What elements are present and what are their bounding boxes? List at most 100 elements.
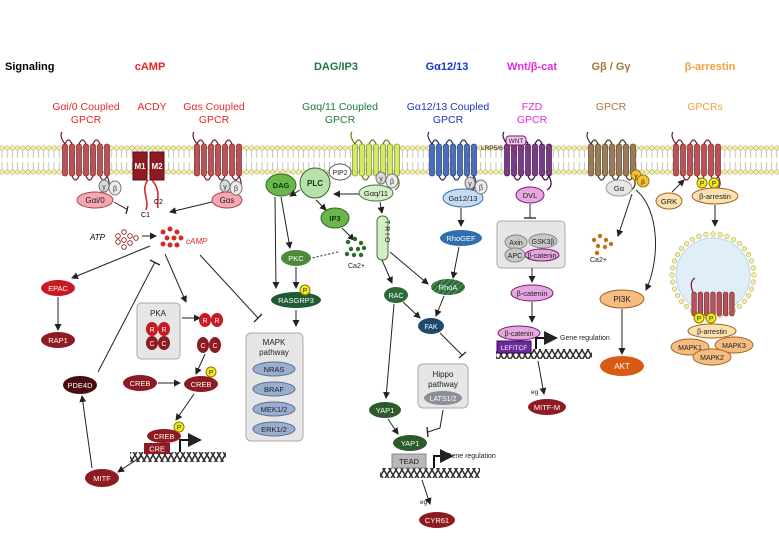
free-r1: R	[202, 318, 207, 325]
rasgrp3-phospho: P	[303, 288, 307, 295]
header-signaling: Signaling	[5, 61, 55, 73]
gene-reg-yap: Gene regulation	[446, 453, 496, 460]
rhogef-to-rhoa	[450, 246, 460, 279]
label-g1213-2: GPCR	[433, 114, 464, 126]
header-gbg: Gβ / Gγ	[591, 61, 631, 73]
gaq-to-trio	[377, 201, 385, 214]
gai-inhibit-bar	[125, 205, 129, 215]
pka-r1: R	[149, 327, 154, 334]
pde4d-inhibit-bar	[149, 259, 161, 266]
gas-protein: Gαs γ β	[211, 179, 243, 209]
mapk-item-erk12: ERK1/2	[252, 421, 296, 437]
tead-label: TEAD	[399, 457, 420, 466]
pip2-node: PIP2	[328, 163, 352, 181]
dvl-label: DVL	[523, 191, 538, 200]
pde4d-inhibit-line	[97, 261, 156, 373]
fak-label: FAK	[424, 324, 438, 331]
internalized-receptor	[690, 277, 735, 317]
c2-label: C2	[154, 199, 163, 206]
ves-p1: P	[697, 316, 701, 323]
barrestin-node: β-arrestin P P	[691, 177, 739, 205]
trio-node: T R I O	[376, 215, 390, 261]
rhogef-node: RhoGEF	[440, 230, 482, 246]
creb-p-label: CREB	[191, 380, 212, 389]
rhoa-to-fak	[434, 295, 445, 317]
yap1-node: YAP1	[369, 402, 401, 418]
atp-molecules	[115, 229, 139, 250]
g1213-receptor	[427, 131, 477, 191]
dag-to-rasgrp3	[272, 196, 280, 289]
rhoa-node: RhoA	[431, 279, 465, 295]
label-gas-1: Gαs Coupled	[183, 101, 245, 113]
gas-activates-acdy	[169, 201, 213, 215]
dag-to-pkc	[280, 196, 293, 249]
rhoa-label: RhoA	[439, 283, 458, 292]
gsk3b-label: GSK3β	[532, 239, 555, 246]
akt-label: AKT	[614, 362, 630, 371]
gbg-gamma: γ	[634, 173, 638, 180]
rasgrp3-label: RASGRP3	[278, 296, 314, 305]
hippo-inhibit-yap	[427, 409, 444, 433]
fak-node: FAK	[418, 318, 444, 334]
ca-label-gbg: Ca2+	[590, 257, 607, 264]
gaq-receptor	[350, 131, 400, 191]
mapk3-label: MAPK3	[722, 343, 746, 350]
fak-inhibit-bar	[458, 351, 467, 359]
ca-label-dag: Ca2+	[348, 263, 365, 270]
leftcf-to-mitfm	[537, 360, 547, 395]
mitfm-label: MITF-M	[534, 403, 560, 412]
mapk-item-braf: BRAF	[252, 381, 296, 397]
leftcf-complex: β-catenin LEF/TCF Gene regulation	[496, 325, 610, 359]
c1-label: C1	[141, 212, 150, 219]
ga-label: Gα	[614, 184, 625, 193]
mitfm-node: MITF-M	[528, 399, 566, 415]
camp-molecules	[160, 226, 184, 248]
cre-dna: CRE CREB P	[130, 421, 226, 462]
tead-to-cyr61	[421, 479, 432, 505]
fzd-receptor	[502, 131, 552, 191]
pkc-node: PKC	[281, 250, 311, 266]
lats-label: LATS1/2	[430, 396, 457, 403]
ca-molecules-dag	[344, 236, 367, 258]
camp-inhibit-bar	[253, 313, 263, 323]
free-r2: R	[214, 318, 219, 325]
cre-creb-label: CREB	[154, 432, 175, 441]
pka-c-free: C C	[197, 337, 221, 353]
grk-label: GRK	[661, 197, 677, 206]
mapk-item-label: ERK1/2	[261, 425, 287, 434]
nuc-bcatenin-label: β-catenin	[505, 331, 534, 338]
free-c1: C	[200, 343, 205, 350]
label-fzd-1: FZD	[522, 101, 543, 113]
mapk-pathway-1: MAPK	[263, 338, 286, 347]
rac-label: RAC	[389, 293, 404, 300]
m2-label: M2	[151, 162, 163, 171]
barr-p1: P	[700, 181, 704, 188]
trio-label: T R I O	[383, 220, 390, 243]
gai0-label: Gαi/0	[85, 196, 105, 205]
mapk-item-label: NRAS	[264, 365, 285, 374]
ga1213-protein: Gα12/13 γ β	[442, 176, 488, 208]
gas-beta: β	[234, 186, 238, 193]
ca-molecules-gbg	[591, 233, 614, 256]
yap1-nuclear	[387, 418, 399, 435]
free-c2: C	[212, 343, 217, 350]
apc-label: APC	[508, 253, 522, 260]
m1-label: M1	[134, 162, 146, 171]
dvl-node: DVL	[515, 186, 545, 204]
fak-inhibit-hippo	[439, 332, 463, 356]
hippo-pathway-box: Hippo pathway LATS1/2	[417, 363, 469, 409]
rac-to-yap1	[383, 303, 395, 399]
mitf-label: MITF	[93, 474, 111, 483]
gbg-to-pi3k	[635, 189, 656, 291]
gai-gamma: γ	[102, 184, 106, 191]
label-gpcr: GPCR	[596, 101, 627, 113]
gene-reg-wnt: Gene regulation	[560, 335, 610, 342]
ip3-label: IP3	[329, 214, 340, 223]
ca-to-pkc	[311, 251, 339, 259]
vesicle-barrestin-label: β-arrestin	[697, 329, 727, 336]
pka-label: PKA	[150, 309, 167, 318]
mapk-item-label: MEK1/2	[261, 405, 288, 414]
